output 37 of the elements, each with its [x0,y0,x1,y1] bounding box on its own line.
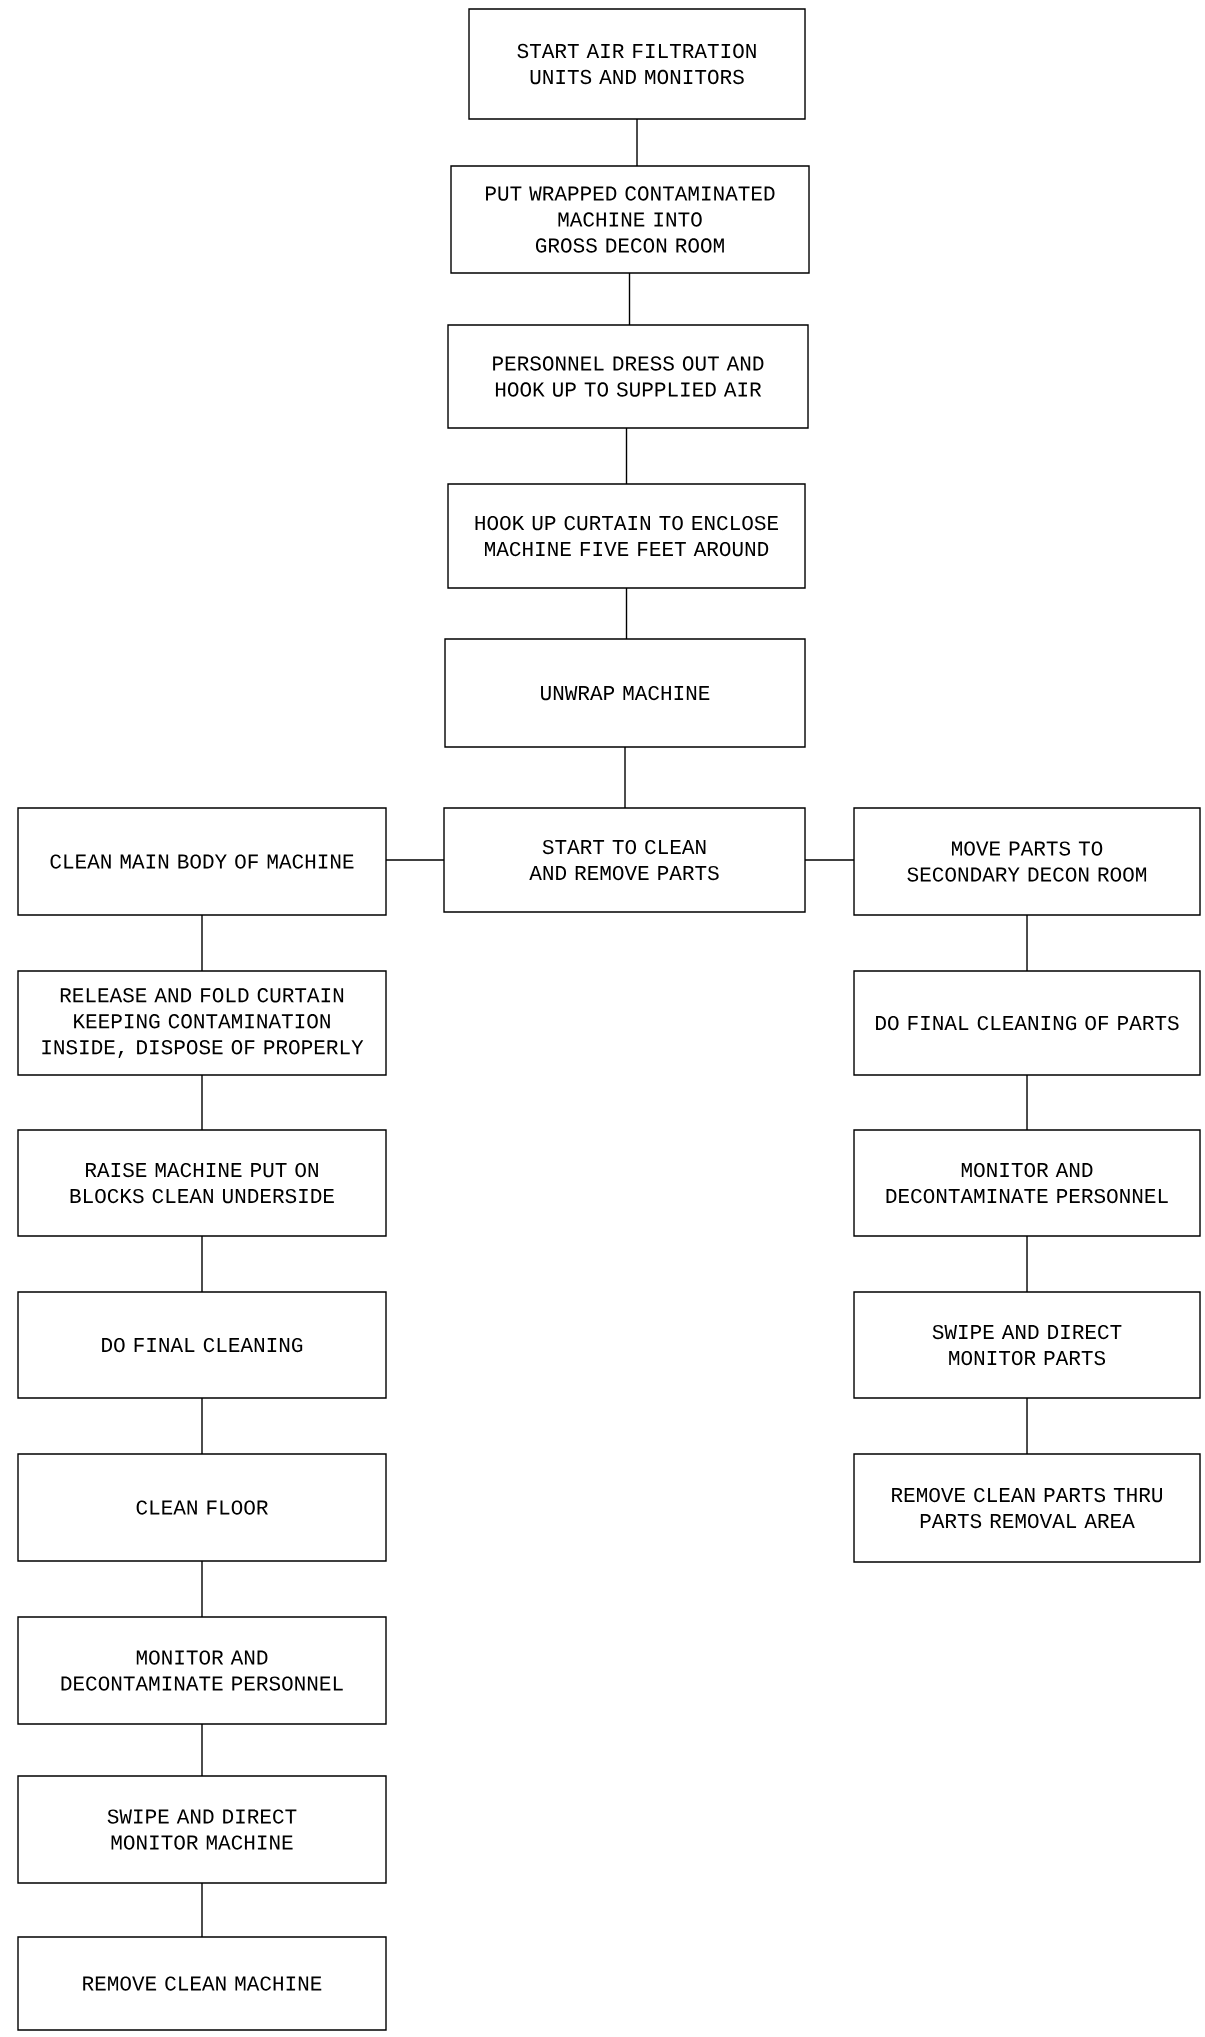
connector-line [201,1882,203,1938]
connector-line [201,1560,203,1618]
process-box: REMOVE CLEAN MACHINE [17,1936,387,2031]
connector-line [625,427,628,485]
connector-line [636,118,638,167]
process-box: RELEASE AND FOLD CURTAIN KEEPING CONTAMINATION INSIDE, DISPOSE OF PROPERLY [17,970,387,1076]
process-box: SWIPE AND DIRECT MONITOR MACHINE [17,1775,387,1884]
connector-line [201,1074,203,1131]
process-box: CLEAN MAIN BODY OF MACHINE [17,807,387,916]
process-box: CLEAN FLOOR [17,1453,387,1562]
process-box: SWIPE AND DIRECT MONITOR PARTS [853,1291,1201,1399]
connector-line [1026,1235,1028,1293]
connector-line [624,746,626,809]
process-box: MOVE PARTS TO SECONDARY DECON ROOM [853,807,1201,916]
process-box: PERSONNEL DRESS OUT AND HOOK UP TO SUPPLIED AIR [447,324,809,429]
process-box: DO FINAL CLEANING [17,1291,387,1399]
connector-line [201,1397,203,1455]
connector-line [1026,914,1028,972]
process-box: MONITOR AND DECONTAMINATE PERSONNEL [17,1616,387,1725]
process-box: PUT WRAPPED CONTAMINATED MACHINE INTO GROSS DECON ROOM [450,165,810,274]
connector-line [1026,1074,1028,1131]
process-box: DO FINAL CLEANING OF PARTS [853,970,1201,1076]
process-box: RAISE MACHINE PUT ON BLOCKS CLEAN UNDERSIDE [17,1129,387,1237]
process-box: START AIR FILTRATION UNITS AND MONITORS [468,8,806,120]
connector-line [201,1235,203,1293]
process-box: UNWRAP MACHINE [444,638,806,748]
connector-line [625,587,628,640]
connector-line [1026,1397,1028,1455]
process-box: REMOVE CLEAN PARTS THRU PARTS REMOVAL AREA [853,1453,1201,1563]
process-box: HOOK UP CURTAIN TO ENCLOSE MACHINE FIVE FEET AROUND [447,483,806,589]
connector-line [628,272,631,326]
process-box: MONITOR AND DECONTAMINATE PERSONNEL [853,1129,1201,1237]
connector-line [201,914,203,972]
connector-line [385,859,445,861]
connector-line [804,859,855,861]
connector-line [201,1723,203,1777]
process-box: START TO CLEAN AND REMOVE PARTS [443,807,806,913]
